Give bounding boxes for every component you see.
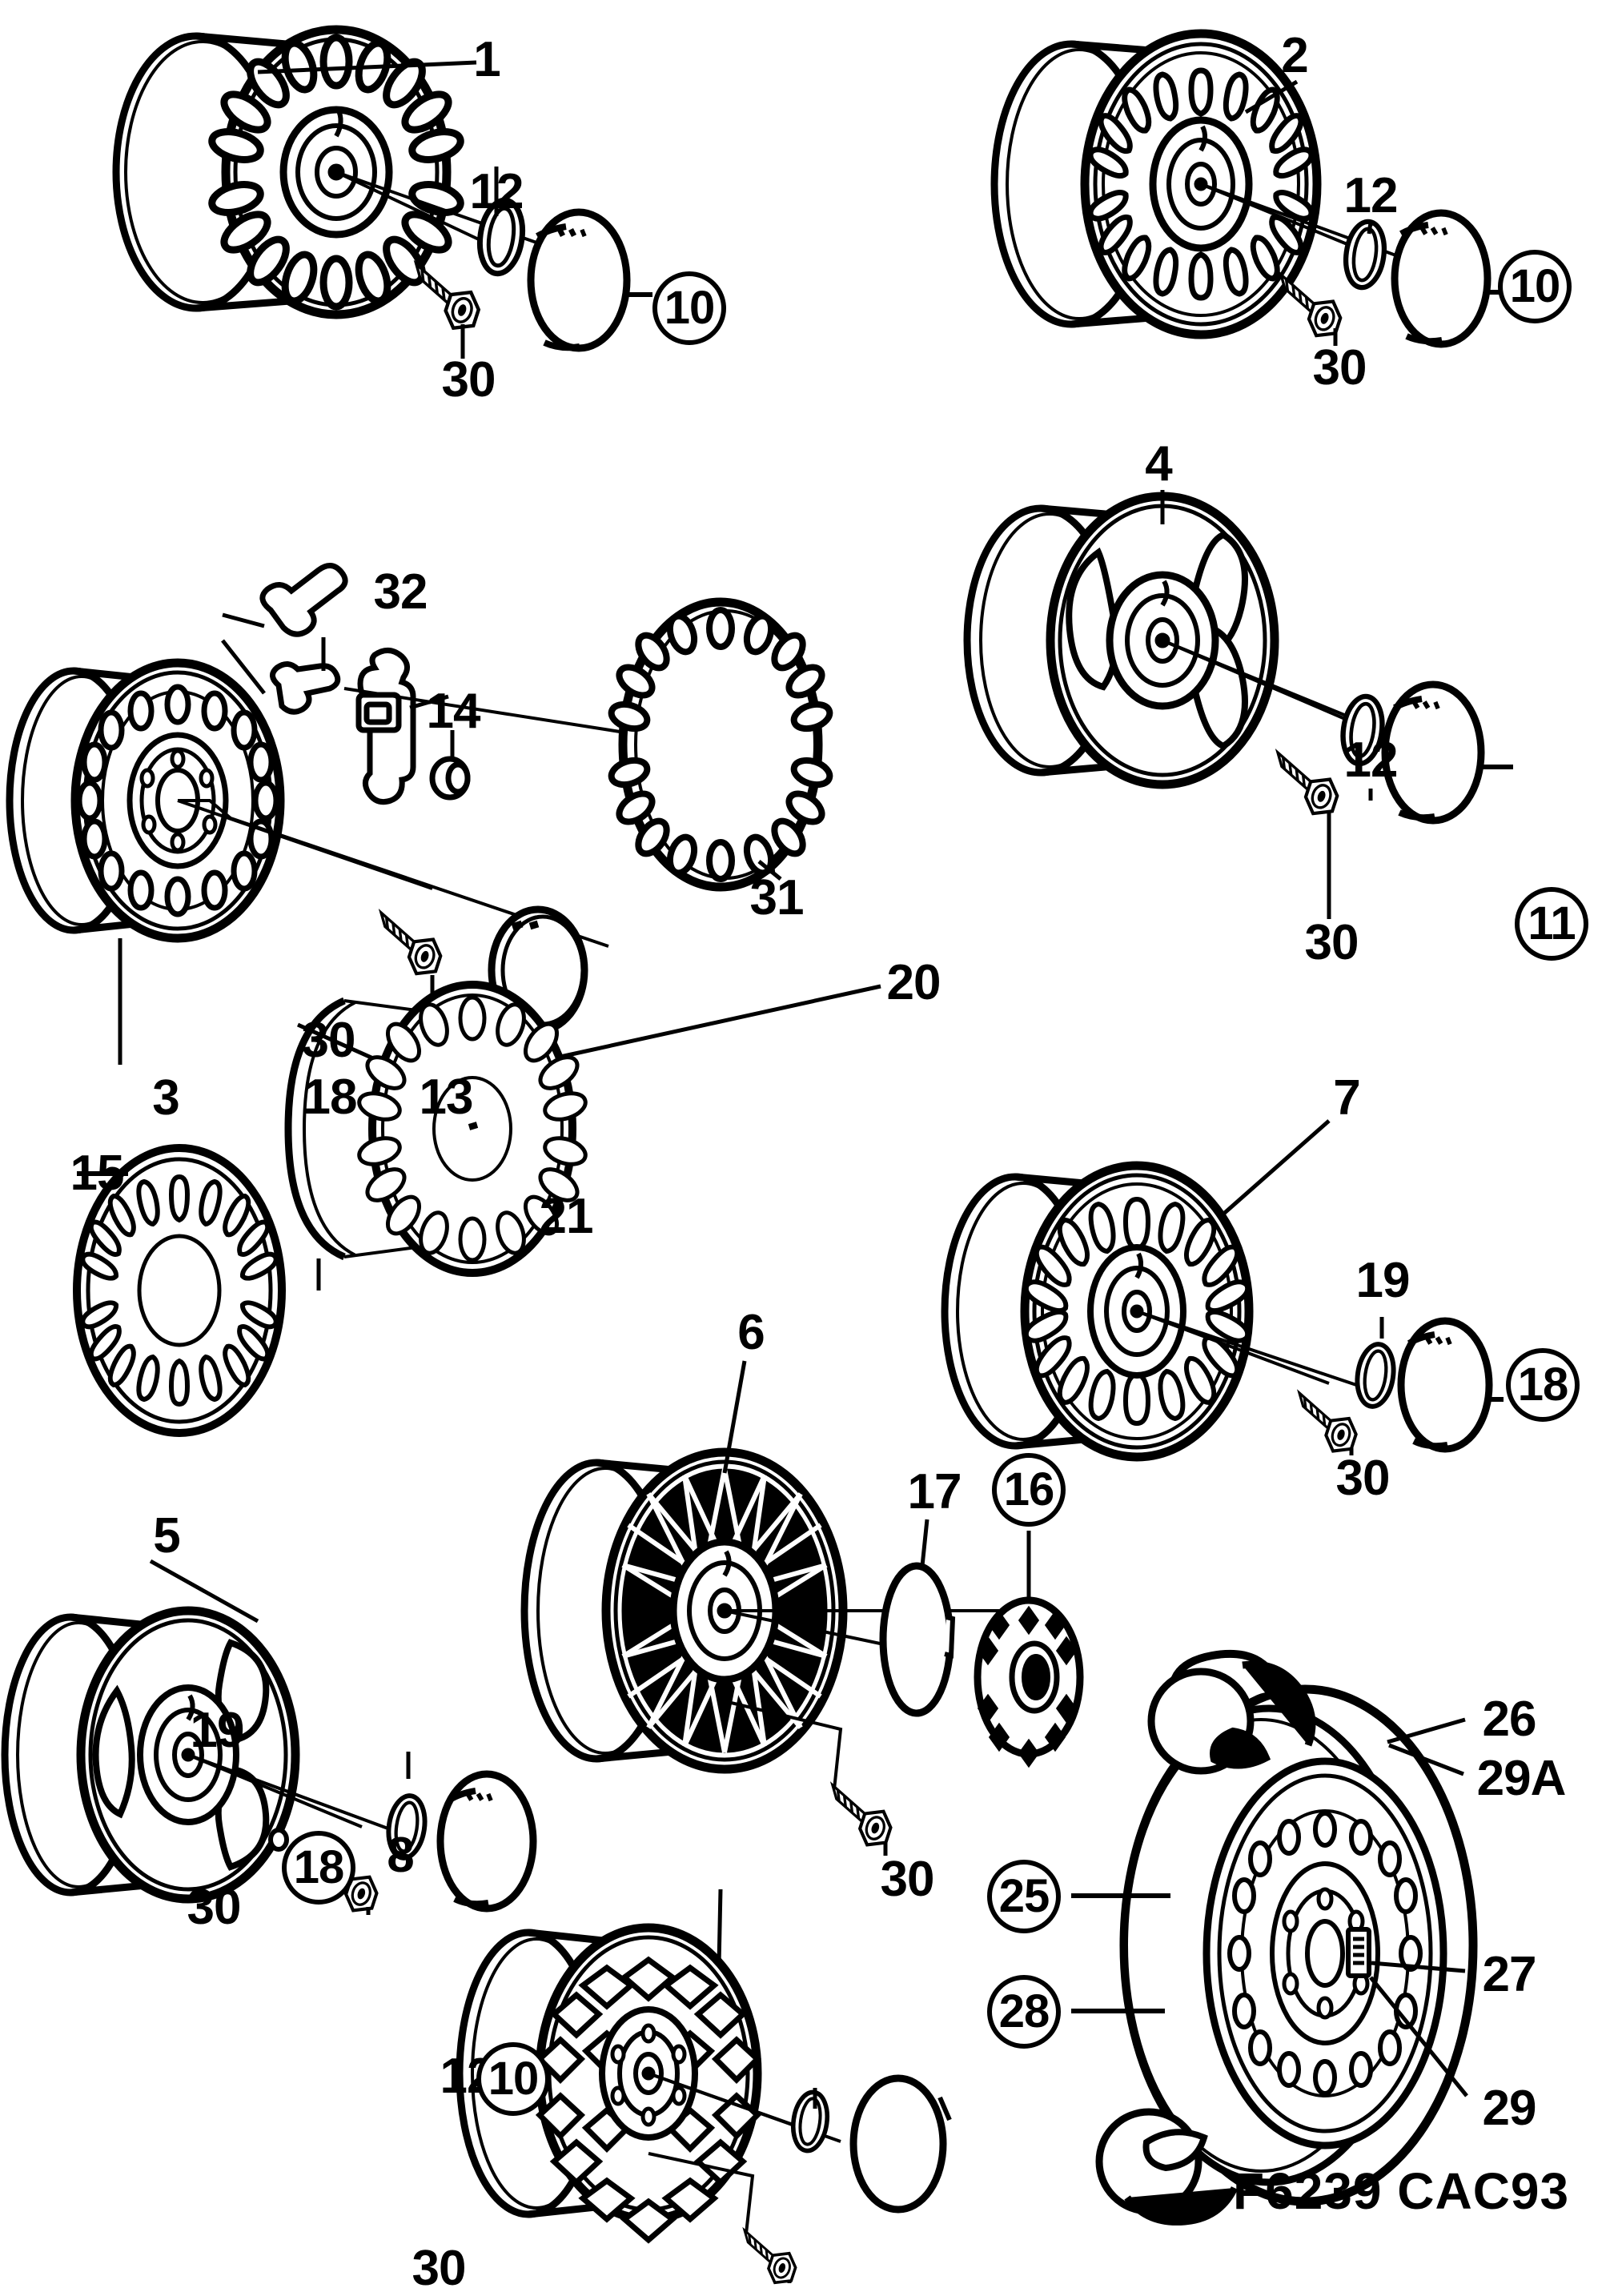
callout-10-c10a: 10: [652, 271, 726, 345]
callout-20-c20: 20: [886, 955, 942, 1010]
callout-17-c17: 17: [907, 1464, 962, 1519]
wheel-trim-15: [73, 1144, 286, 1437]
callout-18-c18c: 18: [282, 1831, 355, 1905]
callout-30-c30b: 30: [1312, 340, 1367, 395]
callout-30-c30e: 30: [1335, 1451, 1391, 1506]
callout-26-c26: 26: [1482, 1692, 1537, 1747]
callout-32-c32: 32: [373, 564, 428, 620]
callout-28-c28: 28: [987, 1975, 1061, 2049]
wheel-assembly-2: [990, 29, 1500, 348]
callout-7-c7: 7: [1333, 1070, 1360, 1126]
callout-14-c14: 14: [426, 684, 481, 739]
wheel-assembly-5: [1, 1559, 537, 1916]
callout-2-c2: 2: [1281, 28, 1308, 83]
callout-30-c30f: 30: [880, 1852, 935, 1907]
wheel-assembly-6: [520, 1360, 1084, 1856]
wheel-assembly-7: [941, 1119, 1504, 1462]
callout-15-c15: 15: [70, 1146, 125, 1201]
callout-18-c18a: 18: [303, 1070, 358, 1125]
callout-19-c19b: 19: [190, 1703, 245, 1758]
callout-13-c13: 13: [419, 1070, 474, 1125]
callout-19-c19a: 19: [1355, 1253, 1411, 1308]
callout-25-c25: 25: [987, 1860, 1061, 1933]
callout-29a-c29A: 29A: [1476, 1751, 1567, 1806]
callout-3-c3: 3: [152, 1070, 179, 1126]
callout-30-c30c: 30: [1304, 915, 1359, 970]
callout-12-c12a: 12: [469, 164, 524, 219]
wheel-assembly-4: [963, 490, 1513, 919]
callout-10-c10b: 10: [1498, 250, 1572, 323]
wheel-assembly-1: [112, 25, 652, 359]
callout-30-c30g: 30: [187, 1880, 242, 1935]
callout-27-c27: 27: [1482, 1947, 1537, 2002]
callout-8-c8: 8: [387, 1828, 414, 1883]
callout-31-c31: 31: [749, 870, 805, 925]
callout-16-c16: 16: [992, 1453, 1066, 1527]
callout-11-c11: 11: [1515, 887, 1588, 961]
callout-6-c6: 6: [737, 1305, 765, 1360]
callout-1-c1: 1: [473, 32, 500, 87]
wheel-assembly-3: [6, 563, 833, 1066]
callout-18-c18b: 18: [1506, 1348, 1580, 1422]
callout-5-c5: 5: [153, 1508, 180, 1563]
callout-12-c12c: 12: [1343, 733, 1399, 788]
callout-10-c10c: 10: [476, 2042, 550, 2116]
callout-29-c29: 29: [1482, 2081, 1537, 2136]
callout-30-c30d: 30: [301, 1013, 356, 1068]
callout-30-c30a: 30: [441, 352, 496, 407]
callout-30-c30h: 30: [412, 2241, 467, 2296]
callout-12-c12b: 12: [1343, 168, 1399, 223]
callout-21-c21: 21: [539, 1189, 594, 1244]
wheel-trim-20-21: [284, 981, 881, 1290]
drawing-code: F6239 CAC93: [1233, 2162, 1570, 2220]
spare-wheel-assembly: [1071, 1649, 1478, 2226]
callout-4-c4: 4: [1145, 436, 1172, 492]
